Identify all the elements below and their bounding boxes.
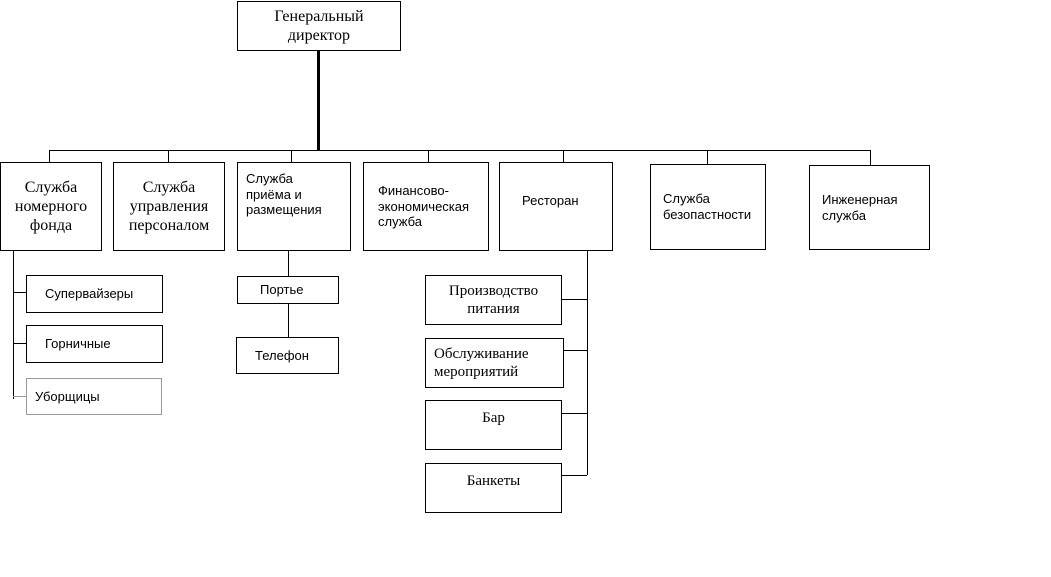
general-director-label: Генеральный директор: [274, 7, 364, 44]
dept-restaurant-box: Ресторан: [499, 162, 613, 251]
restaurant-trunk: [587, 250, 588, 475]
restaurant-branch-4: [561, 475, 587, 476]
room-service-branch-2: [13, 343, 26, 344]
unit-porter-label: Портье: [260, 282, 304, 298]
dept-drop-5: [563, 150, 564, 162]
room-service-trunk: [13, 250, 14, 399]
unit-banquets-box: Банкеты: [425, 463, 562, 513]
dept-personnel-box: Служба управления персоналом: [113, 162, 225, 251]
unit-porter-box: Портье: [237, 276, 339, 304]
dept-drop-4: [428, 150, 429, 162]
room-service-branch-1: [13, 292, 26, 293]
unit-food-production-label: Производство питания: [448, 283, 539, 317]
unit-supervisors-label: Супервайзеры: [45, 286, 134, 302]
dept-engineering-label: Инженерная служба: [822, 191, 898, 223]
general-director-box: Генеральный директор: [237, 1, 401, 51]
restaurant-branch-3: [561, 413, 587, 414]
unit-maids-label: Горничные: [45, 336, 111, 352]
dept-security-label: Служба безопастности: [663, 191, 752, 222]
unit-events-box: Обслуживание мероприятий: [425, 338, 564, 388]
dept-finance-box: Финансово- экономическая служба: [363, 162, 489, 251]
dept-room-service-box: Служба номерного фонда: [0, 162, 102, 251]
unit-phone-box: Телефон: [236, 337, 339, 374]
unit-maids-box: Горничные: [26, 325, 163, 363]
dept-personnel-label: Служба управления персоналом: [128, 178, 210, 235]
unit-supervisors-box: Супервайзеры: [26, 275, 163, 313]
unit-bar-label: Бар: [482, 410, 505, 426]
unit-events-label: Обслуживание мероприятий: [434, 346, 529, 380]
dept-drop-2: [168, 150, 169, 162]
dept-restaurant-label: Ресторан: [522, 193, 579, 208]
unit-cleaners-label: Уборщицы: [35, 388, 100, 404]
unit-banquets-label: Банкеты: [466, 473, 521, 489]
restaurant-branch-1: [561, 299, 587, 300]
dept-engineering-box: Инженерная служба: [809, 165, 930, 250]
unit-food-production-box: Производство питания: [425, 275, 562, 325]
reception-trunk-2: [288, 303, 289, 337]
dept-drop-1: [49, 150, 50, 162]
unit-phone-label: Телефон: [255, 347, 309, 363]
restaurant-branch-2: [563, 350, 587, 351]
dept-drop-7: [870, 150, 871, 165]
root-connector: [317, 50, 320, 150]
dept-room-service-label: Служба номерного фонда: [14, 178, 88, 235]
room-service-branch-3: [13, 396, 26, 397]
dept-finance-label: Финансово- экономическая служба: [378, 183, 470, 230]
reception-trunk-1: [288, 250, 289, 276]
dept-drop-3: [291, 150, 292, 162]
dept-reception-label: Служба приёма и размещения: [246, 171, 322, 218]
unit-bar-box: Бар: [425, 400, 562, 450]
dept-reception-box: Служба приёма и размещения: [237, 162, 351, 251]
dept-security-box: Служба безопастности: [650, 164, 766, 250]
dept-drop-6: [707, 150, 708, 164]
departments-bus: [49, 150, 871, 151]
unit-cleaners-box: Уборщицы: [26, 378, 162, 415]
